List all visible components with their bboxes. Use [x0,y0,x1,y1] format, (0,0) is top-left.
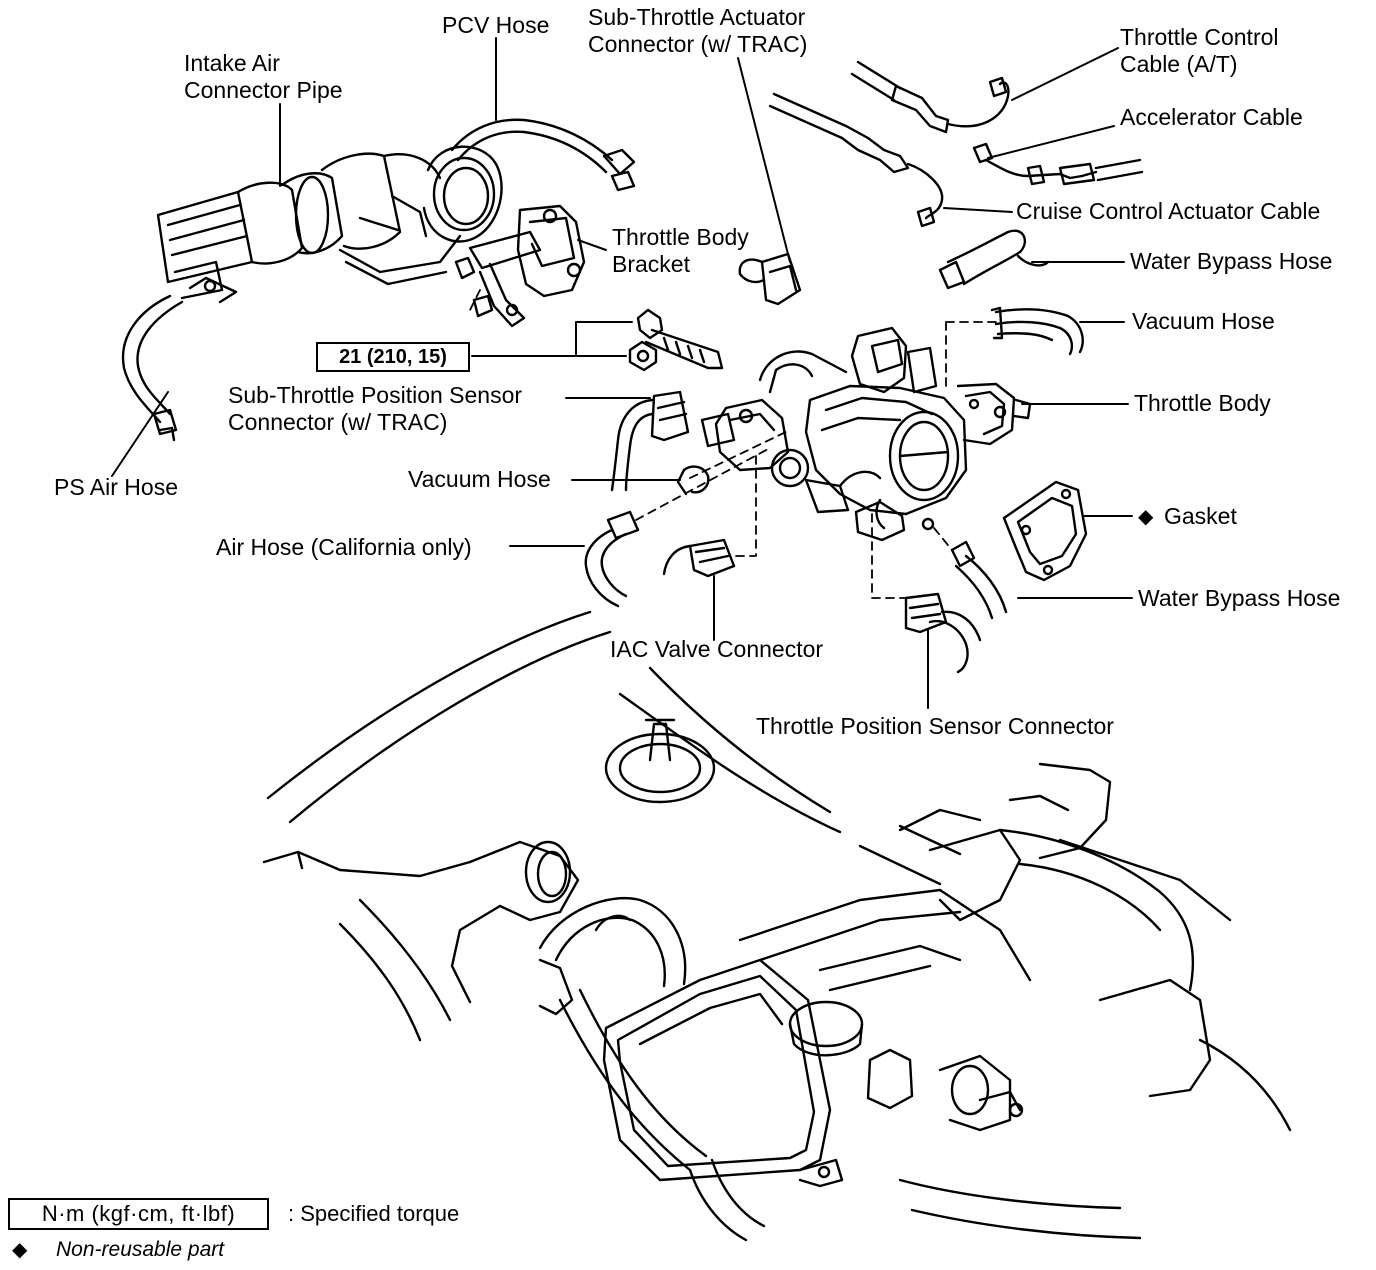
legend-torque-text: : Specified torque [288,1201,460,1226]
bolt-and-nut-drawing [628,308,724,372]
throttle-control-cable-label: Throttle Control Cable (A/T) [1120,24,1279,77]
accelerator-cable-label: Accelerator Cable [1120,104,1303,130]
iac-valve-connector-drawing [662,538,736,578]
gasket-nonreusable-icon: ◆ [1138,506,1154,528]
vacuum-hose-right-drawing [990,306,1084,356]
throttle-body-bracket-drawing [454,204,586,328]
dashed-lines [469,289,997,599]
water-bypass-hose-bottom-drawing [928,540,1008,674]
legend-torque-box: N·m (kgf·cm, ft·lbf) [8,1198,269,1230]
legend-nonreusable-text: Non-reusable part [56,1238,225,1261]
gasket-drawing [1002,480,1088,582]
gasket-label: Gasket [1164,503,1237,529]
sub-throttle-position-sensor-connector-drawing [610,390,690,492]
water-bypass-hose-top-drawing [938,229,1050,290]
throttle-body-drawing [700,326,1032,542]
torque-callout: 21 (210, 15) [316,342,470,372]
cruise-control-actuator-cable-label: Cruise Control Actuator Cable [1016,198,1321,224]
vacuum-hose-left-label: Vacuum Hose [408,466,551,492]
ps-air-hose-label: PS Air Hose [54,474,178,500]
throttle-body-bracket-label: Throttle Body Bracket [612,224,749,277]
engine-bay-drawing [262,610,1292,1242]
leader-lines [111,37,1133,709]
throttle-position-sensor-connector-label: Throttle Position Sensor Connector [756,713,1114,739]
sub-throttle-actuator-connector-label: Sub-Throttle Actuator Connector (w/ TRAC… [588,4,808,57]
pcv-hose-label: PCV Hose [442,12,550,38]
throttle-body-label: Throttle Body [1134,390,1271,416]
sub-throttle-actuator-connector-drawing [738,252,802,306]
nonreusable-diamond-icon: ◆ [12,1239,28,1261]
pcv-hose-drawing [450,118,636,192]
vacuum-hose-right-label: Vacuum Hose [1132,308,1275,334]
water-bypass-hose-top-label: Water Bypass Hose [1130,248,1333,274]
water-bypass-hose-bottom-label: Water Bypass Hose [1138,585,1341,611]
intake-air-connector-pipe-label: Intake Air Connector Pipe [184,50,343,103]
air-hose-label: Air Hose (California only) [216,534,472,560]
intake-air-connector-pipe-drawing [156,145,503,304]
air-hose-drawing [584,510,640,608]
cables-drawing [768,60,1144,228]
vacuum-hose-left-drawing [676,465,710,496]
iac-valve-connector-label: IAC Valve Connector [610,636,824,662]
ps-air-hose-drawing [121,294,184,442]
sub-throttle-position-sensor-connector-label: Sub-Throttle Position Sensor Connector (… [228,382,523,435]
throttle-position-sensor-connector-drawing [904,592,948,634]
